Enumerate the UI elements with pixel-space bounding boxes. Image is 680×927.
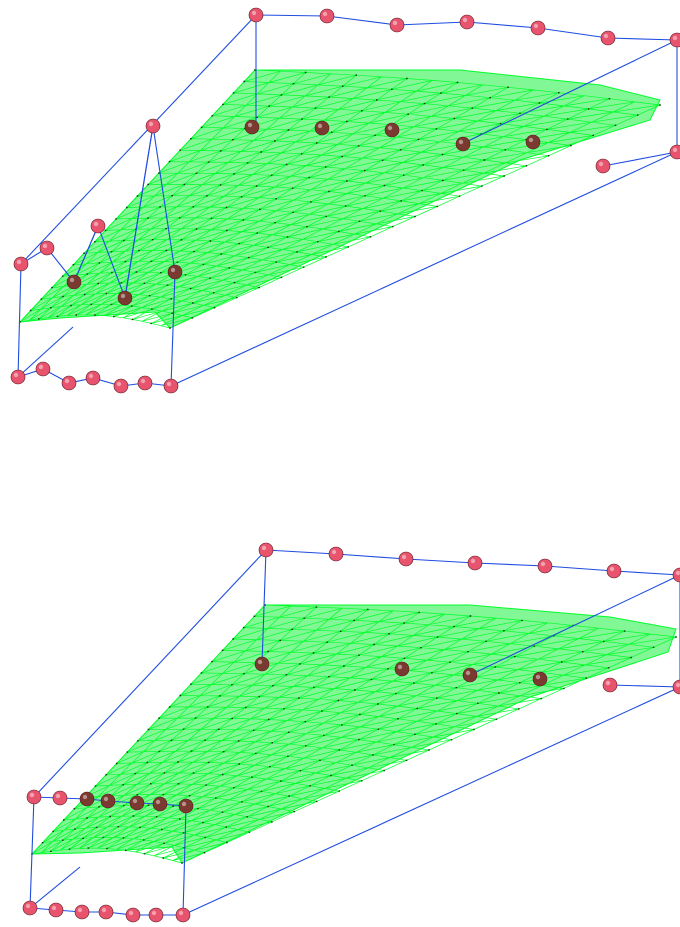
control-point bbox=[61, 375, 77, 391]
control-point-active bbox=[66, 274, 82, 290]
control-point bbox=[672, 567, 680, 583]
cage-edge bbox=[17, 326, 74, 378]
control-point bbox=[13, 256, 29, 272]
control-point-active bbox=[117, 290, 133, 306]
control-point bbox=[113, 378, 129, 394]
cage-edge bbox=[469, 574, 680, 676]
cage-edge bbox=[609, 684, 680, 688]
control-point bbox=[52, 790, 68, 806]
control-point bbox=[22, 900, 38, 916]
cage-edge bbox=[182, 686, 680, 916]
control-point bbox=[148, 907, 164, 923]
control-point bbox=[606, 563, 622, 579]
control-point-active bbox=[532, 671, 548, 687]
control-point-active bbox=[314, 120, 330, 136]
control-point-active bbox=[384, 122, 400, 138]
cage-edge bbox=[602, 151, 678, 167]
control-point bbox=[248, 7, 264, 23]
wing-surface bbox=[30, 604, 677, 864]
control-point bbox=[163, 378, 179, 394]
control-point bbox=[10, 369, 26, 385]
control-point-active bbox=[254, 656, 270, 672]
control-point bbox=[145, 118, 161, 134]
control-point bbox=[669, 144, 680, 160]
control-point-active bbox=[244, 119, 260, 135]
control-point bbox=[398, 551, 414, 567]
control-point-active bbox=[178, 798, 194, 814]
control-point bbox=[672, 679, 680, 695]
wing-lattice-figure-bottom bbox=[0, 507, 680, 927]
cage-edge bbox=[261, 549, 267, 665]
control-point bbox=[467, 555, 483, 571]
control-point-active bbox=[394, 661, 410, 677]
wing-lattice-svg-top bbox=[10, 7, 680, 394]
control-point-active bbox=[79, 791, 95, 807]
cage-edge bbox=[29, 866, 81, 909]
control-point bbox=[85, 370, 101, 386]
control-point bbox=[26, 789, 42, 805]
control-point-active bbox=[462, 667, 478, 683]
cage-edge bbox=[461, 39, 678, 145]
control-point bbox=[595, 158, 611, 174]
control-point bbox=[48, 902, 64, 918]
control-point bbox=[669, 32, 680, 48]
control-points bbox=[10, 7, 680, 394]
control-point bbox=[602, 677, 618, 693]
cage-edge bbox=[33, 549, 267, 798]
wing-surface bbox=[18, 69, 661, 329]
control-point bbox=[137, 375, 153, 391]
control-point bbox=[258, 542, 274, 558]
control-points bbox=[22, 542, 680, 923]
control-point-active bbox=[525, 134, 541, 150]
control-point-active bbox=[455, 136, 471, 152]
wing-outline bbox=[18, 69, 661, 329]
control-point bbox=[125, 907, 141, 923]
control-point bbox=[530, 20, 546, 36]
control-point bbox=[319, 8, 335, 24]
cage-edge bbox=[182, 805, 187, 916]
control-point bbox=[389, 17, 405, 33]
wing-lattice-figure-top bbox=[0, 0, 680, 420]
cage-edge bbox=[124, 125, 154, 299]
control-point bbox=[98, 904, 114, 920]
control-point bbox=[600, 30, 616, 46]
control-point bbox=[537, 558, 553, 574]
control-point bbox=[35, 361, 51, 377]
cage-edge bbox=[170, 151, 678, 387]
control-point bbox=[459, 14, 475, 30]
control-point bbox=[74, 904, 90, 920]
control-point bbox=[90, 218, 106, 234]
control-point-active bbox=[167, 264, 183, 280]
control-point bbox=[328, 546, 344, 562]
cage-edge bbox=[20, 14, 257, 265]
control-point-active bbox=[100, 793, 116, 809]
wing-lattice-svg-bottom bbox=[22, 542, 680, 923]
control-point bbox=[39, 240, 55, 256]
cage-edge bbox=[73, 225, 99, 283]
control-point-active bbox=[152, 796, 168, 812]
control-point-active bbox=[129, 795, 145, 811]
cage-edge bbox=[29, 796, 35, 909]
control-point bbox=[175, 907, 191, 923]
